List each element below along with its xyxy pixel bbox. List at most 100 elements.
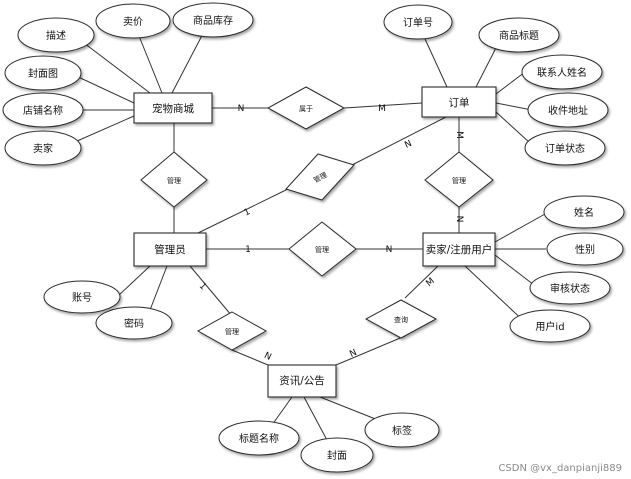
entity-seller-user-label: 卖家/注册用户 [426, 243, 493, 256]
conn-order-status [495, 111, 531, 144]
card-order-user-n: N [454, 216, 464, 223]
card-user-news-m: M [424, 276, 436, 289]
entity-admin: 管理员 [133, 232, 207, 267]
attr-news-cover: 封面 [300, 437, 374, 473]
attr-news-title-label: 标题名称 [239, 432, 279, 445]
attr-stock-label: 商品库存 [193, 14, 233, 27]
rel-belongs: 属于 [266, 86, 346, 130]
entity-admin-label: 管理员 [154, 243, 186, 256]
attr-news-tag: 标签 [364, 412, 440, 448]
conn-belongs-order [343, 102, 423, 109]
card-admin-user-1: 1 [245, 245, 251, 255]
conn-query-news [335, 335, 406, 366]
attr-contact-name: 联系人姓名 [521, 54, 603, 90]
attr-account: 账号 [43, 280, 121, 314]
rel-manage-user: 管理 [288, 221, 357, 277]
card-order-user-m: M [454, 131, 464, 139]
conn-admin-manage-order [197, 188, 289, 234]
attr-user-id: 用户id [509, 309, 591, 343]
connectors [67, 23, 546, 443]
attr-audit-status-label: 审核状态 [550, 282, 590, 295]
attr-user-name: 姓名 [543, 195, 625, 229]
attributes-order: 订单号 商品标题 联系人姓名 收件地址 订单状态 [383, 4, 609, 166]
watermark: CSDN @vx_danpianji889 [498, 463, 622, 474]
card-order-admin-n: N [403, 139, 413, 151]
rel-manage-user-label: 管理 [315, 245, 329, 254]
entity-news-label: 资讯/公告 [279, 374, 325, 387]
conn-order-contact [495, 71, 526, 95]
attr-password-label: 密码 [124, 317, 144, 330]
entity-pet-mall: 宠物商城 [133, 92, 213, 124]
card-admin-news-1: 1 [197, 281, 208, 292]
attr-order-status-label: 订单状态 [545, 142, 585, 155]
attr-password: 密码 [95, 306, 173, 340]
entity-order: 订单 [421, 86, 497, 118]
conn-admin-manage-news [189, 265, 233, 317]
attr-contact-name-label: 联系人姓名 [537, 66, 587, 79]
attr-user-name-label: 姓名 [574, 206, 594, 219]
attr-stock: 商品库存 [172, 2, 254, 38]
entity-pet-mall-label: 宠物商城 [152, 102, 194, 115]
rel-query: 查询 [364, 299, 438, 339]
rel-manage-order: 管理 [285, 153, 355, 201]
attr-account-label: 账号 [72, 292, 92, 304]
attr-shop-name: 店铺名称 [2, 92, 84, 128]
attr-ship-address-label: 收件地址 [548, 104, 588, 117]
conn-admin-password [149, 265, 168, 311]
conn-order-address [495, 102, 533, 111]
attr-product-title: 商品标题 [478, 17, 560, 53]
attr-news-title: 标题名称 [218, 420, 300, 456]
attributes-news: 标题名称 封面 标签 [218, 412, 440, 473]
conn-admin-account [117, 265, 151, 297]
attr-seller: 卖家 [4, 130, 82, 166]
conn-user-query [404, 265, 439, 299]
conn-news-tag [319, 396, 379, 421]
entity-news: 资讯/公告 [267, 364, 337, 398]
attributes-pet-mall: 描述 卖价 商品库存 封面图 店铺名称 卖家 [2, 2, 254, 166]
conn-news-cover [303, 396, 329, 443]
attr-price: 卖价 [95, 3, 171, 39]
conn-mall-cover [73, 74, 135, 104]
attr-order-status: 订单状态 [524, 130, 606, 166]
conn-mall-desc [79, 39, 151, 94]
attr-description: 描述 [17, 17, 95, 53]
attr-order-no-label: 订单号 [403, 17, 433, 29]
attr-gender: 性别 [546, 232, 624, 266]
attr-audit-status: 审核状态 [529, 271, 611, 305]
attr-gender-label: 性别 [575, 243, 595, 256]
rel-manage-mall: 管理 [140, 151, 208, 208]
conn-user-id [464, 265, 529, 326]
attr-order-no: 订单号 [383, 4, 453, 40]
attr-product-title-label: 商品标题 [499, 29, 539, 42]
attr-seller-label: 卖家 [33, 142, 53, 155]
attributes-admin: 账号 密码 [43, 280, 173, 340]
rel-query-label: 查询 [394, 315, 408, 324]
card-belongs-order: M [378, 104, 386, 114]
rel-belongs-label: 属于 [299, 105, 313, 113]
entity-seller-user: 卖家/注册用户 [422, 232, 496, 267]
card-admin-user-n: N [386, 245, 393, 255]
card-mall-belongs: N [238, 104, 245, 114]
conn-manage-order-order [351, 116, 447, 166]
conn-manage-news-news [231, 349, 269, 366]
attr-description-label: 描述 [46, 29, 66, 42]
conn-mall-seller [67, 115, 135, 146]
card-admin-news-n: N [262, 351, 272, 363]
attr-ship-address: 收件地址 [527, 92, 609, 128]
rel-manage-news: 管理 [196, 311, 268, 351]
card-admin-order-1: 1 [243, 207, 252, 218]
conn-news-title [271, 396, 293, 426]
card-user-news-n: N [348, 348, 358, 360]
rel-manage-mall-label: 管理 [167, 176, 181, 185]
attr-user-id-label: 用户id [535, 320, 564, 333]
attr-shop-name-label: 店铺名称 [23, 104, 63, 117]
attr-cover-image-label: 封面图 [28, 67, 58, 80]
attr-cover-image: 封面图 [4, 55, 82, 91]
conn-user-audit [494, 254, 535, 286]
attr-news-cover-label: 封面 [327, 449, 347, 462]
rel-manage-order-admin-label: 管理 [452, 176, 466, 185]
rel-manage-news-label: 管理 [225, 327, 239, 336]
attr-news-tag-label: 标签 [392, 424, 412, 437]
attributes-seller-user: 姓名 性别 审核状态 用户id [509, 195, 625, 343]
